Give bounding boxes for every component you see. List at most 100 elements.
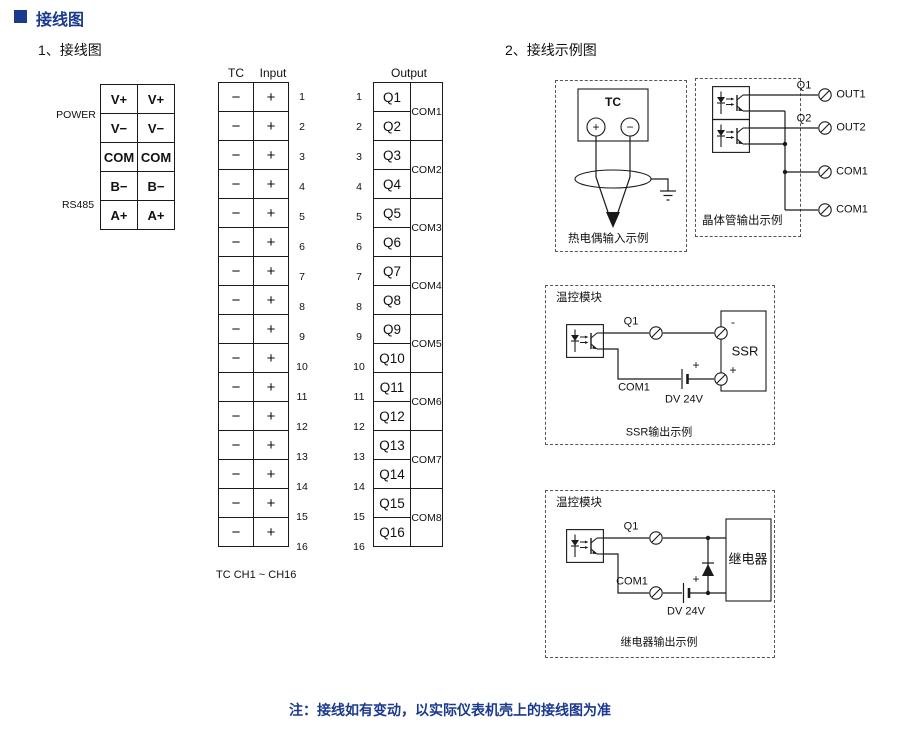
input-channel-number: 4 [299, 181, 305, 193]
output-channel-number: 10 [353, 361, 365, 373]
input-minus-cell: − [218, 140, 254, 170]
thermocouple-example: TC + − 热电偶输入示例 [555, 80, 687, 252]
input-row: −+ [218, 430, 289, 460]
relay-example: 温控模块 Q1 COM1 + DV 24V 继电器 继电器输出示例 [545, 490, 775, 658]
terminal-screw-icon [714, 372, 728, 386]
output-channel-number: 12 [353, 421, 365, 433]
rs485-label: RS485 [61, 198, 95, 211]
output-com-cell: COM4 [410, 256, 443, 315]
input-plus-cell: + [253, 82, 289, 112]
page-title: 接线图 [36, 12, 85, 29]
input-minus-cell: − [218, 343, 254, 373]
output-q-cell: Q14 [373, 459, 411, 489]
output-channel-number: 5 [356, 211, 362, 223]
input-minus-cell: − [218, 517, 254, 547]
input-plus-cell: + [253, 227, 289, 257]
input-minus-cell: − [218, 227, 254, 257]
ground-icon [660, 190, 676, 201]
input-row: −+ [218, 140, 289, 170]
supply-label: DV 24V [665, 393, 703, 406]
output-channel-number: 11 [353, 391, 365, 403]
input-row: −+ [218, 343, 289, 373]
ssr-plus-sign: + [729, 363, 737, 377]
supply-label: DV 24V [667, 605, 705, 618]
cable-shield-ellipse [574, 169, 652, 189]
output-channel-number: 2 [356, 121, 362, 133]
input-channel-number: 5 [299, 211, 305, 223]
input-plus-cell: + [253, 140, 289, 170]
output-wires [750, 94, 818, 211]
optocoupler-icon [566, 529, 604, 563]
input-row: −+ [218, 169, 289, 199]
module-label: 温控模块 [556, 497, 602, 509]
input-minus-cell: − [218, 314, 254, 344]
output-channel-number: 7 [356, 271, 362, 283]
examples-section-heading: 2、接线示例图 [505, 42, 597, 58]
thermocouple-caption: 热电偶输入示例 [568, 233, 649, 245]
output-channel-number: 4 [356, 181, 362, 193]
com1-label: COM1 [836, 203, 868, 216]
input-channel-number: 9 [299, 331, 305, 343]
ground-wire [651, 178, 669, 191]
tc-box-label: TC [605, 95, 621, 109]
ssr-label: SSR [731, 343, 759, 359]
output-q-cell: Q9 [373, 314, 411, 344]
input-row: −+ [218, 372, 289, 402]
output-q-cell: Q3 [373, 140, 411, 170]
input-channel-number: 2 [299, 121, 305, 133]
input-plus-cell: + [253, 169, 289, 199]
input-channel-number: 14 [296, 481, 308, 493]
input-row: −+ [218, 198, 289, 228]
output-q-cell: Q8 [373, 285, 411, 315]
input-minus-cell: − [218, 285, 254, 315]
input-minus-cell: − [218, 256, 254, 286]
input-channel-number: 15 [296, 511, 308, 523]
output-channel-number: 15 [353, 511, 365, 523]
input-minus-cell: − [218, 198, 254, 228]
input-channel-number: 10 [296, 361, 308, 373]
output-com-cell: COM7 [410, 430, 443, 489]
input-minus-cell: − [218, 372, 254, 402]
output-channel-number: 3 [356, 151, 362, 163]
junction-dot [782, 141, 788, 147]
output-q-cell: Q10 [373, 343, 411, 373]
optocoupler-icon [566, 324, 604, 358]
output-row: Q4 [373, 169, 443, 199]
output-channel-number: 8 [356, 301, 362, 313]
input-row: −+ [218, 111, 289, 141]
q2-label: Q2 [796, 112, 812, 125]
input-row: −+ [218, 256, 289, 286]
battery-icon [682, 583, 691, 603]
terminal-screw-icon [649, 326, 663, 340]
output-q-cell: Q7 [373, 256, 411, 286]
input-footer-label: TC CH1 ~ CH16 [216, 569, 297, 581]
relay-caption: 继电器输出示例 [620, 636, 698, 649]
input-channel-number: 6 [299, 241, 305, 253]
section-marker-icon [14, 10, 27, 23]
output-q-cell: Q6 [373, 227, 411, 257]
transistor-example-border [695, 78, 801, 237]
power-label: POWER [56, 108, 96, 121]
terminal-cell: A+ [100, 200, 138, 230]
input-channel-number: 3 [299, 151, 305, 163]
input-minus-cell: − [218, 488, 254, 518]
input-minus-cell: − [218, 169, 254, 199]
output-q-cell: Q15 [373, 488, 411, 518]
terminal-cell: V+ [100, 84, 138, 114]
relay-label: 继电器 [728, 551, 768, 567]
transistor-caption: 晶体管输出示例 [702, 215, 783, 227]
input-plus-cell: + [253, 285, 289, 315]
terminal-cell: B− [137, 171, 175, 201]
optocoupler-icon [712, 119, 750, 153]
output-channel-number: 13 [353, 451, 365, 463]
output-channel-number: 16 [353, 541, 365, 553]
tc-minus-sign: − [626, 120, 634, 134]
